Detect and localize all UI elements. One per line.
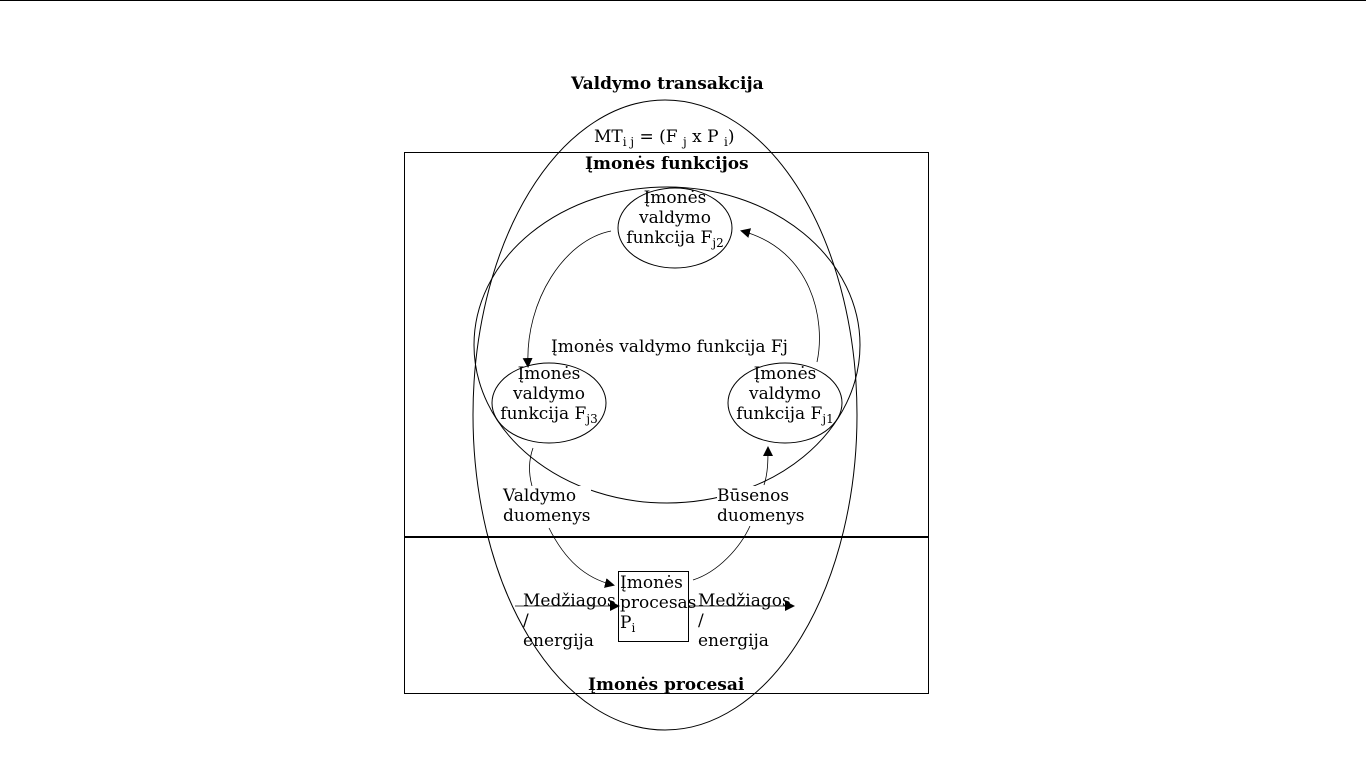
- arrow-f1-to-f2: [740, 228, 820, 363]
- process-line2: procesas: [620, 593, 697, 613]
- control-data-label: Valdymo duomenys: [503, 486, 591, 526]
- formula-prefix: MT: [594, 127, 623, 147]
- function-f3-sub: j3: [586, 412, 598, 426]
- functions-box-label: Įmonės funkcijos: [585, 154, 749, 174]
- state-data-line2: duomenys: [717, 506, 805, 526]
- formula-prefix-sub: i j: [622, 135, 635, 149]
- control-data-line2: duomenys: [503, 506, 591, 526]
- formula-eq: = (F: [634, 127, 684, 147]
- function-f2-sub: j2: [712, 236, 724, 250]
- function-f1-line1: Įmonės: [753, 364, 817, 384]
- control-data-line1: Valdymo: [503, 486, 577, 506]
- function-f1-ellipse: [727, 362, 843, 444]
- formula-f-sub: j: [683, 135, 687, 149]
- arrow-f2-to-f3: [522, 230, 612, 368]
- function-f2-label: Įmonės valdymo funkcija Fj2: [615, 188, 735, 250]
- arrow-state-data-to-f1: [762, 446, 773, 486]
- state-data-line1: Būsenos: [717, 486, 790, 506]
- function-f1-sub: j1: [822, 412, 834, 426]
- function-f1-line3: funkcija Fj1: [736, 404, 834, 426]
- formula-end: ): [727, 127, 735, 147]
- function-f3-label: Įmonės valdymo funkcija Fj3: [489, 364, 609, 426]
- state-data-label: Būsenos duomenys: [717, 486, 805, 526]
- function-f3-ellipse: [491, 362, 607, 444]
- input-flow-line2: /: [523, 611, 529, 631]
- process-label: Įmonės procesas Pi: [620, 573, 697, 635]
- function-f2-line3: funkcija Fj2: [626, 228, 724, 250]
- function-f2-line2: valdymo: [638, 208, 712, 228]
- formula-mid: x P: [686, 127, 724, 147]
- function-f2-ellipse: [617, 187, 733, 269]
- process-line3: Pi: [620, 613, 636, 635]
- output-flow-line2: /: [698, 611, 704, 631]
- transaction-formula: MTi j = (F j x P i): [594, 127, 735, 149]
- input-flow-line3: energija: [523, 631, 594, 651]
- function-f3-line3: funkcija Fj3: [500, 404, 598, 426]
- output-flow-label: Medžiagos / energija: [698, 591, 791, 651]
- transaction-ellipse: [472, 99, 858, 731]
- function-f3-line1: Įmonės: [517, 364, 581, 384]
- function-f1-label: Įmonės valdymo funkcija Fj1: [725, 364, 845, 426]
- process-sub: i: [631, 621, 636, 635]
- input-flow-line1: Medžiagos: [523, 591, 616, 611]
- diagram-title: Valdymo transakcija: [571, 74, 764, 94]
- central-function-label: Įmonės valdymo funkcija Fj: [551, 337, 788, 357]
- process-line1: Įmonės: [620, 573, 683, 593]
- arrow-process-to-state-data: [692, 525, 751, 581]
- input-flow-label: Medžiagos / energija: [523, 591, 616, 651]
- output-flow-line1: Medžiagos: [698, 591, 791, 611]
- function-f2-line1: Įmonės: [643, 188, 707, 208]
- central-function-ellipse: [473, 186, 861, 504]
- function-f1-line2: valdymo: [748, 384, 822, 404]
- processes-box-label: Įmonės procesai: [588, 675, 745, 695]
- output-flow-line3: energija: [698, 631, 769, 651]
- process-box: [618, 571, 689, 642]
- function-f3-line2: valdymo: [512, 384, 586, 404]
- arrow-control-data-to-process: [548, 527, 615, 588]
- formula-p-sub: i: [724, 135, 728, 149]
- arrow-f3-to-control-data: [529, 447, 534, 487]
